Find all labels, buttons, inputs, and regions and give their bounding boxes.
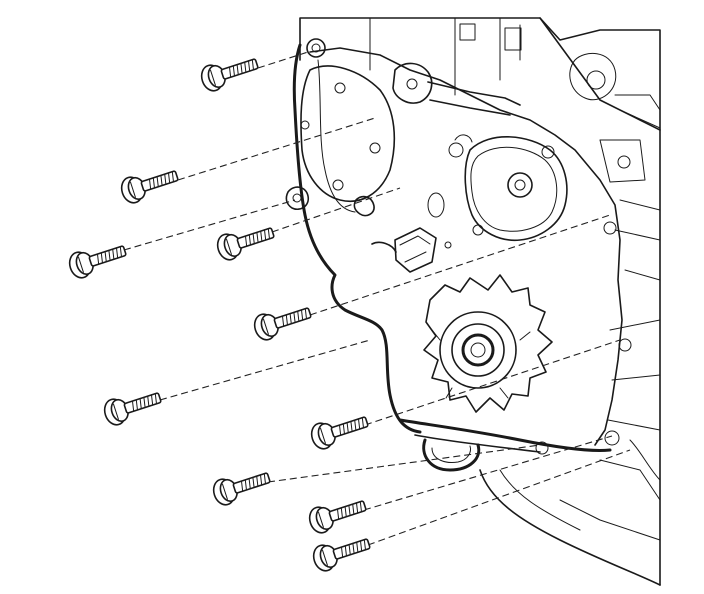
bolt-4 (213, 219, 278, 264)
bolt-9 (305, 492, 370, 537)
bolt-7 (307, 408, 372, 453)
leader-lines (123, 51, 631, 546)
front-cover (285, 38, 623, 446)
bolt-3 (65, 237, 130, 282)
engine-block (299, 17, 661, 586)
bolt-6 (100, 384, 165, 429)
crankshaft-seal (398, 221, 632, 472)
bolt-8 (209, 464, 274, 509)
bolt-10 (309, 530, 374, 575)
bolt-2 (117, 162, 182, 207)
water-pump (448, 134, 568, 241)
bolt-1 (197, 50, 262, 95)
bolt-5 (250, 299, 315, 344)
